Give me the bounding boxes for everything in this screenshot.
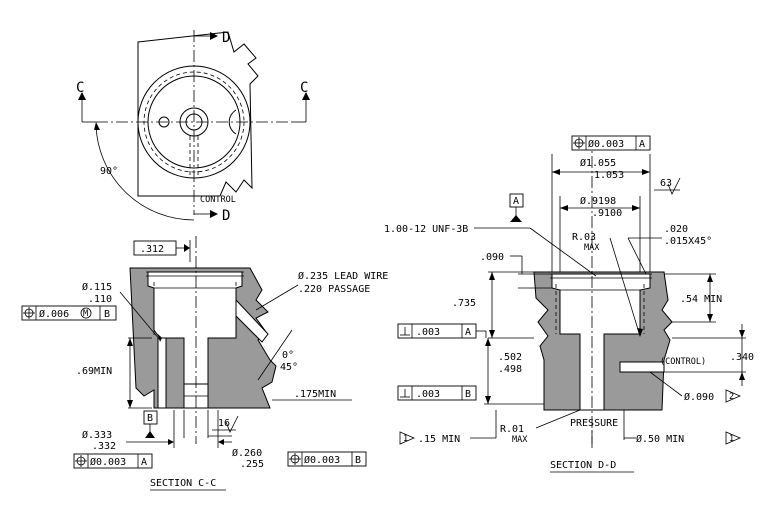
cc-fcf-m: M [83, 309, 88, 319]
dd-note-1-left: 1 [403, 434, 408, 444]
section-letter-c-right: C [300, 80, 308, 96]
dd-top-fcf: Ø0.003 [588, 138, 624, 150]
section-letter-c-left: C [76, 80, 84, 96]
dd-perp-003-b: .003 [416, 389, 440, 400]
dd-control: (CONTROL) [660, 357, 706, 367]
dd-note-2: 2 [729, 392, 734, 402]
dd-dia-090-note: Ø.090 [684, 391, 714, 403]
dd-dia-9198: Ø.9198 [580, 195, 616, 207]
cc-dia-332: .332 [92, 441, 116, 452]
control-label: CONTROL [200, 195, 236, 205]
dd-chamfer-020: .020 [664, 224, 688, 235]
dd-top-fcf-datum: A [639, 139, 645, 150]
cc-fcf-b: B [104, 309, 110, 320]
section-dd: Ø0.003 A Ø1.055 1.053 63 A 1.00-12 UNF-3… [384, 135, 754, 473]
cc-dia-115: Ø.115 [82, 281, 112, 293]
top-view: D D C C 90° CONTROL [76, 30, 310, 224]
section-letter-d-top: D [222, 30, 230, 46]
dd-dim-735: .735 [452, 298, 476, 309]
angle-90-arc [95, 123, 195, 221]
section-cc-title: SECTION C-C [150, 478, 216, 489]
cc-lead-wire-1: Ø.235 LEAD WIRE [298, 270, 388, 282]
dd-perp-003-a: .003 [416, 327, 440, 338]
dd-dim-090: .090 [480, 252, 504, 263]
cc-offset-312: .312 [140, 244, 164, 255]
dd-max-1: MAX [584, 243, 600, 253]
cc-min-69: .69MIN [76, 366, 112, 377]
dd-finish-63: 63 [660, 178, 672, 189]
dd-dim-498: .498 [498, 364, 522, 375]
dd-datum-a: A [513, 196, 519, 207]
section-cc: .312 Ø.115 .110 Ø.006 M B Ø.235 LEAD WIR… [21, 236, 388, 491]
angle-90-label: 90° [100, 166, 118, 177]
dd-perp-a: A [465, 327, 471, 338]
cc-dia-110: .110 [88, 294, 112, 305]
cc-fcf-b2: B [355, 455, 361, 466]
cc-lead-wire-2: .220 PASSAGE [298, 284, 370, 295]
dd-min-54: .54 MIN [680, 294, 722, 305]
top-view-body [137, 31, 259, 197]
dd-dim-502: .502 [498, 352, 522, 363]
dd-pressure: PRESSURE [570, 418, 618, 429]
dd-dia-1053: 1.053 [594, 170, 624, 181]
dd-chamfer-015: .015X45° [664, 236, 712, 247]
cc-fcf-003-a: Ø0.003 [90, 456, 126, 468]
cc-fcf-003-b: Ø0.003 [304, 454, 340, 466]
section-letter-d-bottom: D [222, 208, 230, 224]
cc-dia-260: Ø.260 [232, 447, 262, 459]
dd-r-03: R.03 [572, 232, 596, 243]
dd-min-50: Ø.50 MIN [636, 433, 684, 445]
dd-dia-1055: Ø1.055 [580, 157, 616, 169]
dd-max-2: MAX [512, 435, 528, 445]
cc-datum-b: B [147, 413, 153, 424]
dd-r-01: R.01 [500, 424, 524, 435]
cc-min-175: .175MIN [294, 389, 336, 400]
cc-fcf-006: Ø.006 [39, 308, 69, 320]
cc-finish-16: 16 [218, 418, 230, 429]
dd-perp-b: B [465, 389, 471, 400]
cc-angle-0: 0° [282, 350, 294, 361]
dd-dia-9100: .9100 [592, 208, 622, 219]
dd-note-1-right: 1 [729, 434, 734, 444]
cc-angle-45: 45° [280, 362, 298, 373]
cc-dia-333: Ø.333 [82, 429, 112, 441]
dd-min-15: .15 MIN [418, 434, 460, 445]
top-view-control-slot [228, 109, 237, 135]
dd-thread: 1.00-12 UNF-3B [384, 224, 468, 235]
cc-dia-255: .255 [240, 459, 264, 470]
cc-fcf-a: A [141, 457, 147, 468]
section-dd-title: SECTION D-D [550, 460, 616, 471]
